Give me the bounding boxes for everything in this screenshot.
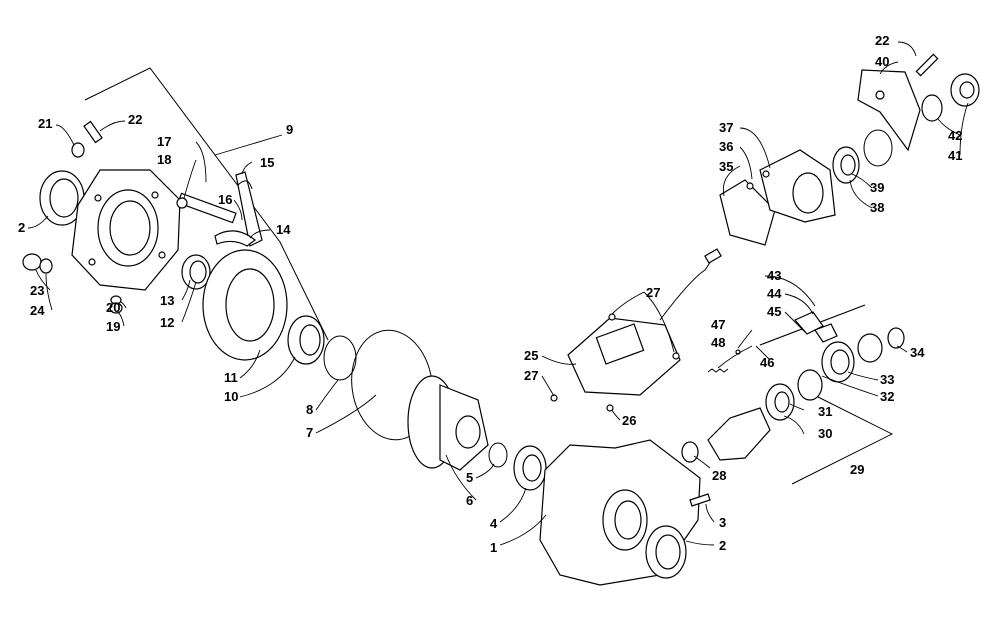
callout-29: 29 (850, 462, 864, 477)
callout-27-left: 27 (524, 368, 538, 383)
callout-23: 23 (30, 283, 44, 298)
ring-gear-differential-6 (407, 375, 489, 471)
callout-37: 37 (719, 120, 733, 135)
callout-27-top: 27 (646, 285, 660, 300)
callout-25: 25 (524, 348, 538, 363)
callout-22-left: 22 (128, 112, 142, 127)
callout-3: 3 (719, 515, 726, 530)
callout-41: 41 (948, 148, 962, 163)
callout-42: 42 (948, 128, 962, 143)
callout-19: 19 (106, 319, 120, 334)
callout-34: 34 (910, 345, 925, 360)
callout-24: 24 (30, 303, 45, 318)
pinion-gear-29 (707, 407, 771, 461)
shift-assembly-43-46 (759, 304, 866, 346)
callout-31: 31 (818, 404, 832, 419)
callout-43: 43 (767, 268, 781, 283)
actuator-25-27 (550, 248, 722, 412)
callout-40: 40 (875, 54, 889, 69)
bearing-38 (832, 146, 860, 184)
callout-28: 28 (712, 468, 726, 483)
seal-12-13 (181, 254, 211, 290)
oil-seal-2-right (645, 525, 687, 579)
callout-15: 15 (260, 155, 274, 170)
callout-48: 48 (711, 335, 725, 350)
ring-plate-11 (202, 249, 288, 361)
callout-2-left: 2 (18, 220, 25, 235)
callout-44: 44 (767, 286, 782, 301)
bolt-22-right (915, 53, 939, 77)
spacer-5 (488, 442, 508, 468)
spring-47-48 (707, 349, 741, 373)
callout-39: 39 (870, 180, 884, 195)
callout-10: 10 (224, 389, 238, 404)
seal-41-42 (921, 73, 980, 122)
callout-26: 26 (622, 413, 636, 428)
callout-35: 35 (719, 159, 733, 174)
callout-2-right: 2 (719, 538, 726, 553)
callout-18: 18 (157, 152, 171, 167)
callout-11: 11 (224, 370, 238, 385)
callout-13: 13 (160, 293, 174, 308)
o-ring-8 (323, 335, 357, 381)
bearing-10 (287, 315, 325, 365)
callout-33: 33 (880, 372, 894, 387)
needle-bearing-28 (681, 441, 699, 463)
callout-16: 16 (218, 192, 232, 207)
group-bracket-29 (791, 396, 894, 485)
callout-17: 17 (157, 134, 171, 149)
callout-4: 4 (490, 516, 498, 531)
callout-32: 32 (880, 389, 894, 404)
cover-plate (71, 169, 181, 291)
callout-45: 45 (767, 304, 781, 319)
bracket-40 (857, 69, 921, 152)
callout-46: 46 (760, 355, 774, 370)
oil-seal-2-left (39, 170, 85, 226)
bolt-21-22 (71, 120, 103, 158)
callout-14: 14 (276, 222, 291, 237)
callout-22-right: 22 (875, 33, 889, 48)
callout-47: 47 (711, 317, 725, 332)
output-housing-37 (746, 149, 836, 223)
shift-fork-14-15 (214, 171, 263, 247)
drain-plug-23-24 (22, 253, 53, 274)
callout-21: 21 (38, 116, 52, 131)
pin-3 (689, 493, 711, 507)
callout-12: 12 (160, 315, 174, 330)
callout-1: 1 (490, 540, 497, 555)
callout-36: 36 (719, 139, 733, 154)
ring-34 (887, 327, 905, 349)
callout-30: 30 (818, 426, 832, 441)
callout-5: 5 (466, 470, 473, 485)
bearing-30-31 (765, 369, 823, 421)
gasket-35 (719, 179, 776, 246)
callout-9: 9 (286, 122, 293, 137)
callout-7: 7 (306, 425, 313, 440)
callout-6: 6 (466, 493, 473, 508)
snap-ring-39 (863, 129, 893, 167)
callout-8: 8 (306, 402, 313, 417)
plug-19-20 (109, 295, 123, 314)
leader-lines (27, 41, 969, 546)
callout-20: 20 (106, 300, 120, 315)
bearing-4 (513, 445, 547, 491)
callout-labels: 1 2 2 3 4 5 6 7 8 9 10 11 12 13 14 15 16… (18, 33, 962, 555)
callout-38: 38 (870, 200, 884, 215)
bearing-32-33 (821, 333, 883, 383)
shift-shaft-16-18 (176, 192, 237, 224)
